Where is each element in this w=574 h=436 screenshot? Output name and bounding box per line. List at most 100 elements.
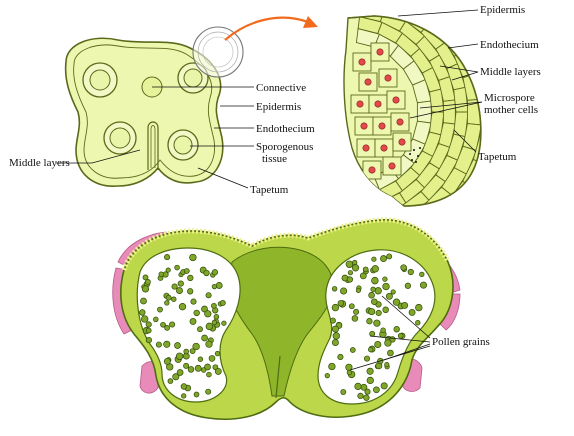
pollen-grain [357,392,364,400]
pollen-grain [187,366,195,373]
pollen-grain [174,342,181,349]
pollen-grain [371,276,379,285]
pollen-grain [329,317,336,324]
pollen-grain [366,318,373,325]
pollen-grain [415,320,421,326]
pollen-grain [331,286,338,292]
pollen-grain [373,319,381,327]
pollen-grain [157,306,163,313]
pollen-grain [145,279,151,285]
pollen-grain [180,383,188,390]
pollen-grain [211,302,217,309]
pollen-grain [187,274,194,282]
connective-center [229,246,334,397]
pollen-grain [164,325,170,331]
pollen-grain [145,337,152,344]
pollen-grain [201,305,208,313]
pollen-grain [205,388,212,395]
wall-cell [357,190,383,206]
locule-top-left [82,62,118,98]
pollen-grain [164,254,171,261]
label-tapetum-left: Tapetum [250,184,289,196]
pollen-grain [374,287,382,295]
pollen-grain [346,369,353,376]
pollen-grain [200,367,207,373]
pollen-grain [211,269,219,276]
pollen-grain [189,348,196,355]
wall-cell [430,200,461,206]
pollen-grain [354,382,362,390]
pollen-grain [140,297,147,305]
wall-cell [405,16,436,21]
nucleus [384,74,392,82]
pollen-grain [145,327,152,334]
pollen-grain [332,332,340,340]
wall-cell [410,0,440,7]
pollen-grain [163,357,171,365]
nucleus [396,118,404,126]
pollen-grain [345,260,354,268]
pollen-grain [171,283,178,290]
pollen-grain [187,288,194,295]
nucleus [392,96,400,104]
pollen-grain [193,391,200,398]
pollen-grain [158,271,164,277]
pollen-grain [211,283,218,290]
pollen-grain [347,270,353,276]
pollen-grain [359,272,367,280]
nucleus [358,58,366,66]
pollen-grain [205,322,214,331]
pollen-grain [165,267,171,273]
pollen-grain [328,362,336,371]
wall-cell [416,100,432,124]
label-sporogenous: Sporogenous [256,141,313,153]
pollen-grain [392,298,401,306]
pollen-grain [397,332,404,339]
pollen-grain [400,264,407,271]
pollen-grain [371,265,379,273]
pollen-grain [206,371,212,378]
pollen-grain [380,327,386,333]
pollen-grain [368,291,375,299]
pollen-grain [420,281,428,289]
pollen-grain [363,355,371,362]
label-connective: Connective [256,82,306,94]
pollen-grain [221,320,227,326]
pollen-grain [407,268,414,276]
nucleus [380,144,388,152]
pollen-grain [145,321,152,328]
pollen-grain [192,342,200,351]
label-middle-layers-right: Middle layers [480,66,541,78]
nucleus [388,162,396,170]
young-anther-section [64,26,244,187]
pollen-grain [176,287,183,295]
wall-cell [361,0,387,10]
chromatin-dot [419,147,421,149]
pollen-grain [348,303,355,310]
pollen-grain [382,282,390,291]
nucleus [360,122,368,130]
pollen-grain [189,253,197,262]
central-cleft [147,121,159,170]
pollen-grain [193,309,200,317]
pollen-grain [368,346,374,353]
chromatin-dot [413,149,415,151]
nucleus [364,78,372,86]
pollen-grain [205,340,213,348]
label-microspore: Microspore [484,92,535,104]
pollen-grain [167,378,174,384]
pollen-grain [208,355,216,362]
pollen-grain [141,315,149,323]
mature-anther-labels: Pollen grains [349,295,490,371]
pollen-grain [189,317,197,325]
pollen-grain [401,301,409,309]
pollen-grain [197,326,203,333]
pollen-grain [351,264,360,272]
label-epidermis-left: Epidermis [256,101,301,113]
pollen-grains [139,253,428,401]
pollen-grain [141,285,150,293]
pollen-grain [380,255,387,263]
pollen-grain [366,367,374,375]
pollen-grain [415,303,423,312]
